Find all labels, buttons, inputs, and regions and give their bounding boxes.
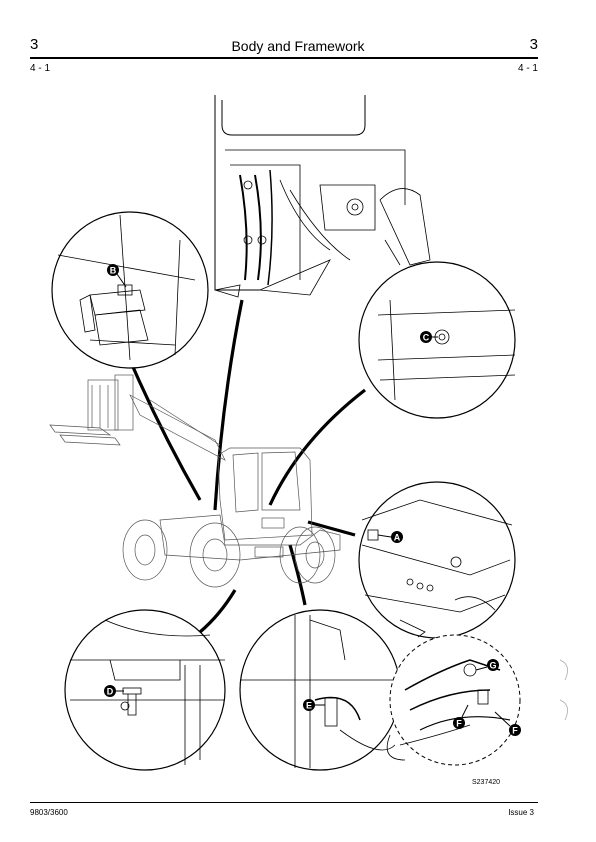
detail-circle-fg bbox=[386, 634, 521, 766]
telehandler-machine bbox=[49, 374, 341, 588]
section-number-left: 3 bbox=[30, 36, 39, 53]
detail-circle-b bbox=[51, 211, 209, 369]
callout-b-label: B bbox=[110, 266, 117, 276]
document-number: 9803/3600 bbox=[30, 808, 68, 817]
page-number-left: 4 - 1 bbox=[30, 63, 51, 74]
callout-f-right-label: F bbox=[512, 726, 518, 736]
callout-c: C bbox=[420, 331, 438, 343]
detail-circle-e bbox=[239, 609, 401, 771]
callout-g: G bbox=[475, 659, 499, 671]
detail-circle-d bbox=[64, 609, 226, 771]
callout-b: B bbox=[107, 264, 127, 288]
page-number-right: 4 - 1 bbox=[517, 63, 538, 74]
engine-bay-detail bbox=[214, 95, 431, 298]
issue-number: Issue 3 bbox=[508, 808, 534, 817]
callout-e-label: E bbox=[306, 701, 312, 711]
detail-circle-a bbox=[358, 481, 516, 639]
callout-a-label: A bbox=[394, 533, 401, 543]
callout-g-label: G bbox=[489, 661, 496, 671]
header-rule bbox=[30, 57, 538, 59]
figure-reference: S237420 bbox=[472, 779, 501, 786]
callout-f-left-label: F bbox=[456, 719, 462, 729]
callout-f-left: F bbox=[453, 704, 469, 729]
callout-c-label: C bbox=[423, 333, 430, 343]
detail-circle-c bbox=[358, 261, 516, 419]
callout-a: A bbox=[377, 531, 403, 543]
callout-d: D bbox=[104, 685, 124, 697]
leader-lines bbox=[128, 299, 366, 634]
page-title: Body and Framework bbox=[231, 38, 365, 54]
callout-e: E bbox=[303, 699, 325, 711]
footer-rule bbox=[30, 802, 538, 803]
section-number-right: 3 bbox=[529, 36, 538, 53]
callout-f-right: F bbox=[494, 711, 521, 736]
callout-d-label: D bbox=[107, 687, 114, 697]
